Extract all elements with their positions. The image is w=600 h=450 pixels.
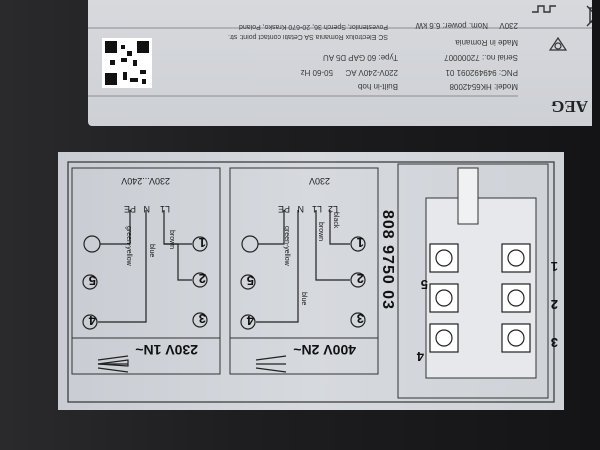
pnc-text: PNC: 949492091 01	[445, 68, 519, 77]
brand-logo: AEG	[551, 97, 588, 116]
terminal-number-4: 4	[416, 349, 424, 364]
frequency-text: 50-60 Hz	[300, 68, 333, 77]
config-230v-terminal-n: N	[143, 204, 151, 214]
terminal-number-3: 3	[550, 335, 558, 350]
manufacturer-line-1: SC Electrolux Romania SA Cetatii contact…	[228, 33, 388, 40]
config-400v-wire-brown: brown	[317, 222, 324, 242]
terminal-block-400v	[240, 235, 366, 330]
config-400v-pin-5: 5	[246, 273, 254, 288]
product-type-text: Built-in hob	[357, 82, 398, 91]
qr-code-icon	[102, 38, 152, 88]
model-text: Model: HK6542008	[449, 82, 519, 91]
config-230v-pin-1: 1	[198, 235, 206, 250]
nominal-power-text: Nom. power: 6.6 kW	[415, 21, 488, 30]
config-230v-terminal-pe: PE	[123, 204, 136, 214]
config-400v-wire-black: black	[332, 212, 339, 229]
config-230v-pin-4: 4	[88, 313, 96, 328]
terminal-block-illustration	[425, 167, 537, 379]
config-400v-pin-3: 3	[356, 311, 364, 326]
config-400v-pin-4: 4	[246, 313, 254, 328]
manufacturer-line-2: Povestenilor, Sperch 36, 20-670 Krasko, …	[238, 23, 388, 30]
type-text: Type: 60 GAP D5 AU	[322, 53, 398, 62]
config-230v-wire-brown: brown	[168, 230, 175, 250]
terminal-block-230v	[82, 235, 208, 330]
config-230v-pin-2: 2	[198, 271, 206, 286]
wiring-diagram-graphics	[67, 161, 555, 403]
config-400v-pin-2: 2	[356, 271, 364, 286]
config-230v-wire-blue: blue	[148, 244, 155, 258]
rating-plate: AEG Model: HK6542008 Built-in hob PNC: 9…	[88, 0, 592, 126]
rated-voltage-text: 230V	[499, 21, 518, 30]
terminal-number-1: 1	[550, 259, 558, 274]
wires-230v	[97, 210, 192, 373]
config-230v-pin-5: 5	[88, 273, 96, 288]
made-in-text: Made in Romania	[455, 38, 518, 47]
waveform-icon	[532, 5, 556, 13]
config-400v-wire-blue: blue	[300, 292, 307, 306]
voltage-range-text: 220V-240V AC	[345, 68, 398, 77]
config-400v-title: 400V 2N~	[293, 342, 356, 358]
terminal-number-5: 5	[420, 277, 428, 292]
config-230v-wire-green-yellow: green-yellow	[125, 226, 132, 266]
part-number: 808 9750 03	[379, 210, 396, 310]
config-400v-pin-1: 1	[356, 235, 364, 250]
serial-text: Serial no.: 72000007	[444, 53, 518, 62]
config-400v-terminal-pe: PE	[277, 204, 290, 214]
weee-bin-icon	[586, 5, 592, 27]
config-400v-terminal-l1: L1	[311, 204, 322, 214]
config-230v-terminal-l1: L1	[159, 204, 170, 214]
wires-400v	[255, 210, 350, 373]
terminal-number-2: 2	[550, 297, 558, 312]
config-400v-wire-green-yellow: green-yellow	[283, 226, 290, 266]
config-400v-voltage: 230V	[308, 176, 330, 186]
config-230v-voltage-range: 230V...240V	[121, 176, 170, 186]
config-400v-terminal-n: N	[297, 204, 305, 214]
rating-plate-graphics	[88, 5, 592, 97]
config-230v-pin-3: 3	[198, 311, 206, 326]
config-230v-title: 230V 1N~	[135, 342, 198, 358]
wiring-diagram: 230V 1N~ 230V...240V PE N L1 green-yello…	[58, 152, 564, 410]
recycling-icon	[548, 36, 568, 51]
